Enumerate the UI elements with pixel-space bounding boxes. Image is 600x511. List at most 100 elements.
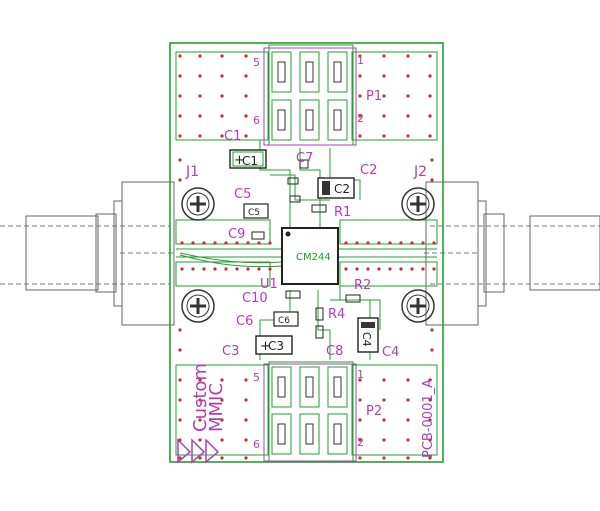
via (198, 114, 202, 118)
p1-silk-label: P1 (366, 89, 382, 104)
via (430, 328, 434, 332)
via (382, 438, 386, 442)
via (246, 241, 250, 245)
via (428, 456, 432, 460)
via (382, 418, 386, 422)
via (220, 134, 224, 138)
via (410, 267, 414, 271)
via (428, 94, 432, 98)
via (198, 54, 202, 58)
via (244, 378, 248, 382)
via (257, 241, 261, 245)
via (428, 438, 432, 442)
via (430, 158, 434, 162)
c4-silk-label: C4 (382, 345, 399, 360)
via (406, 114, 410, 118)
via (220, 398, 224, 402)
p2-pin-6: 6 (253, 438, 260, 451)
c3-capacitor: + C3 (255, 335, 293, 355)
ic-part-label: CM244 (296, 252, 331, 263)
via (406, 456, 410, 460)
via (358, 134, 362, 138)
via-grid (178, 54, 436, 460)
via (358, 114, 362, 118)
via (399, 241, 403, 245)
via (178, 74, 182, 78)
via (198, 438, 202, 442)
p1-pin-5: 5 (253, 56, 260, 69)
via (220, 74, 224, 78)
via (406, 134, 410, 138)
j1-silk-label: J1 (185, 164, 199, 180)
r2-silk-label: R2 (354, 278, 371, 293)
p1-pin-2: 2 (357, 112, 364, 125)
c2-silk-label: C2 (360, 163, 377, 178)
mounting-screw-top-right (401, 187, 435, 221)
via (178, 418, 182, 422)
logo-text-mmic: MMIC (206, 383, 227, 432)
via (198, 74, 202, 78)
via (358, 54, 362, 58)
via (191, 241, 195, 245)
c6-capacitor: C6 (273, 311, 299, 327)
via (198, 418, 202, 422)
via (180, 241, 184, 245)
via (198, 398, 202, 402)
via (213, 241, 217, 245)
c4-capacitor: C4 (357, 317, 379, 353)
c5-label: C5 (248, 208, 260, 218)
p1-header (263, 44, 357, 146)
via (382, 74, 386, 78)
via (178, 328, 182, 332)
r4-silk-label: R4 (328, 307, 345, 322)
via (406, 418, 410, 422)
c3-silk-label: C3 (222, 344, 239, 359)
p1-pin-1: 1 (357, 54, 364, 67)
via (355, 267, 359, 271)
r1-silk-label: R1 (334, 205, 351, 220)
via (382, 134, 386, 138)
u1-silk-label: U1 (260, 277, 278, 292)
c7-silk-label: C7 (296, 151, 313, 166)
via (410, 241, 414, 245)
via (428, 378, 432, 382)
via (382, 54, 386, 58)
via (235, 241, 239, 245)
via (428, 398, 432, 402)
via (432, 267, 436, 271)
via (246, 267, 250, 271)
u1-ic-package: CM244 (281, 227, 339, 285)
p2-silk-label: P2 (366, 404, 382, 419)
via (366, 267, 370, 271)
via (344, 267, 348, 271)
c4-label: C4 (360, 332, 373, 347)
right-sma-connector (424, 181, 600, 326)
c8-silk-label: C8 (326, 344, 343, 359)
via (358, 398, 362, 402)
via (244, 54, 248, 58)
via (268, 267, 272, 271)
mounting-screw-bottom-right (401, 289, 435, 323)
via (421, 267, 425, 271)
via (377, 241, 381, 245)
via (198, 94, 202, 98)
c6-label: C6 (278, 316, 290, 326)
c5-silk-label: C5 (234, 187, 251, 202)
via (421, 241, 425, 245)
via (382, 378, 386, 382)
c3-label: C3 (268, 339, 284, 353)
via (355, 241, 359, 245)
via (178, 378, 182, 382)
via (388, 267, 392, 271)
via (432, 241, 436, 245)
via (178, 134, 182, 138)
via (220, 378, 224, 382)
via (244, 398, 248, 402)
p2-header (263, 361, 357, 463)
via (358, 74, 362, 78)
via (178, 178, 182, 182)
via (244, 134, 248, 138)
c9-silk-label: C9 (228, 227, 245, 242)
c5-capacitor: C5 (243, 203, 269, 219)
